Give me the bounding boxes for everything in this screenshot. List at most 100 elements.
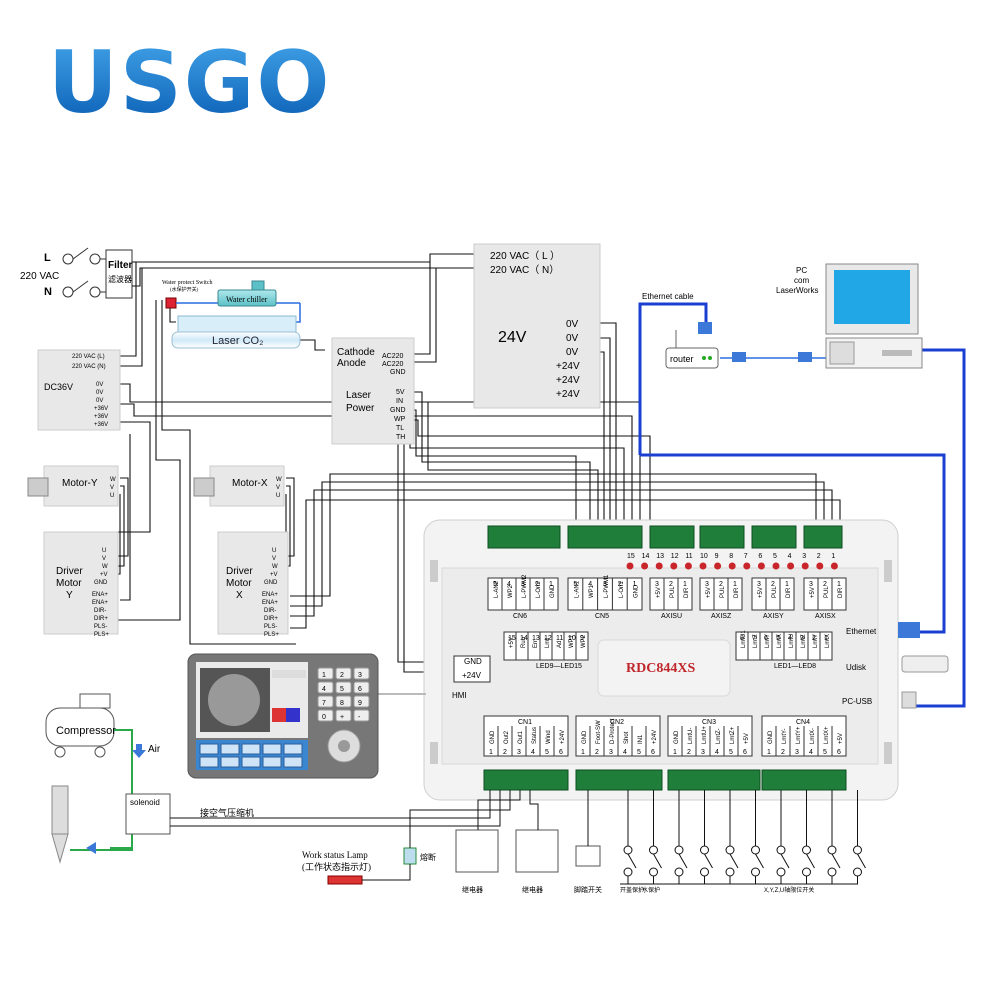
pin-number: 5 [637,749,641,756]
status-led [641,562,649,570]
pin-label: LmtZ [753,634,759,648]
hmi-key [317,695,334,708]
status-led [626,562,634,570]
hmi-key [353,709,370,722]
pin-label: +5V [810,587,816,598]
dc36-out-1: 0V [96,382,103,388]
pin-label: L-On2 [536,581,542,598]
pin-label: WP1 [569,634,575,648]
filter-label: Filter [108,260,133,271]
water-protect-label: 水保护 [642,886,660,894]
pin-number: 1 [673,749,677,756]
svg-text:GND: GND [264,580,278,586]
top-number: 5 [773,553,777,560]
hmi-key [353,681,370,694]
svg-text:GND: GND [94,580,108,586]
svg-text:Motor: Motor [56,578,82,589]
svg-text:ENA+: ENA+ [262,592,278,598]
hmi-key-label: 7 [322,700,326,707]
svg-text:PLS-: PLS- [264,624,277,630]
connect-compressor-label: 接空气压缩机 [200,807,254,818]
water-chiller-icon [217,289,277,307]
top-terminal-4 [699,525,745,549]
pin-number: 1 [549,581,553,588]
pin-number: 6 [764,635,768,642]
udisk-icon [901,655,949,673]
pin-number: 6 [651,749,655,756]
top-number: 4 [788,553,792,560]
dc36-label: DC36V [44,382,73,392]
svg-text:+24V: +24V [462,671,482,680]
pin-label: LmtU- [688,728,694,744]
pin-label: PUL [720,586,726,598]
svg-text:V: V [110,485,114,491]
pin-label: Out1 [518,730,524,744]
pin-label: LmtZ [801,634,807,648]
motor-x: Motor-X W V U [193,465,285,507]
svg-text:ENA+: ENA+ [92,600,108,606]
status-led [830,562,838,570]
pin-block [487,577,559,611]
dc36-out-5: +36V [94,414,108,420]
hmi-key-label: 3 [358,672,362,679]
status-led [787,562,795,570]
lp-pin-ac220-2: AC220 [382,361,404,368]
pin-label: +5V [758,587,764,598]
top-number: 3 [802,553,806,560]
laser-power-title-1: Laser [346,390,372,401]
svg-text:Udisk: Udisk [846,663,867,672]
svg-text:PC-USB: PC-USB [842,697,872,706]
pin-number: 1 [837,581,841,588]
lp-pin-ac220-1: AC220 [382,353,404,360]
cathode-label: Cathode [337,347,375,358]
pin-label: LmtU [789,634,795,648]
svg-text:PLS-: PLS- [94,624,107,630]
fuse-icon [403,847,417,865]
pin-label: Wind [546,730,552,744]
block-name: CN1 [518,719,532,726]
block-name: CN4 [796,719,810,726]
svg-text:U: U [102,548,106,554]
status-led [772,562,780,570]
router-label: router [670,354,694,364]
pin-number: 3 [521,581,525,588]
pin-label: D-Protect [610,718,616,744]
top-number: 8 [729,553,733,560]
air-label: Air [148,744,161,755]
svg-text:Y: Y [66,590,73,601]
pin-number: 4 [623,749,627,756]
pin-number: 15 [508,635,516,642]
svg-text:+V: +V [270,572,278,578]
usb-port-icon [901,691,917,709]
top-terminal-6 [803,525,843,549]
pin-label: Shot [624,731,630,744]
pin-number: 1 [489,749,493,756]
pin-label: LmtZ+ [730,726,736,744]
bottom-terminal-3 [667,769,761,791]
pin-label: Run [521,637,527,648]
pin-label: L-PWM1 [604,574,610,598]
lamp-icon [327,875,363,885]
svg-text:ENA+: ENA+ [262,600,278,606]
pin-number: 5 [493,581,497,588]
foot-switch-icon [575,845,601,867]
hmi-key [335,695,352,708]
pin-number: 1 [733,581,737,588]
foot-switch-label: 脚踏开关 [574,885,602,894]
top-number: 13 [656,553,664,560]
pin-number: 11 [556,635,563,642]
bottom-connectors [483,769,847,791]
compressor-label: Compressor [56,725,116,737]
lamp-label: Work status Lamp [302,850,368,860]
network: Ethernet cable router PC com LaserWorks [638,263,966,708]
psu-out-2: 0V [566,333,579,344]
pin-number: 1 [767,749,771,756]
lp-pin-5v: 5V [396,389,405,396]
mains-L-label: L [44,252,51,264]
pin-number: 2 [595,749,599,756]
psu-dc36v: 220 VAC (L) 220 VAC (N) DC36V 0V 0V 0V +… [37,349,121,431]
anode-label: Anode [337,358,366,369]
hmi-key [353,667,370,680]
